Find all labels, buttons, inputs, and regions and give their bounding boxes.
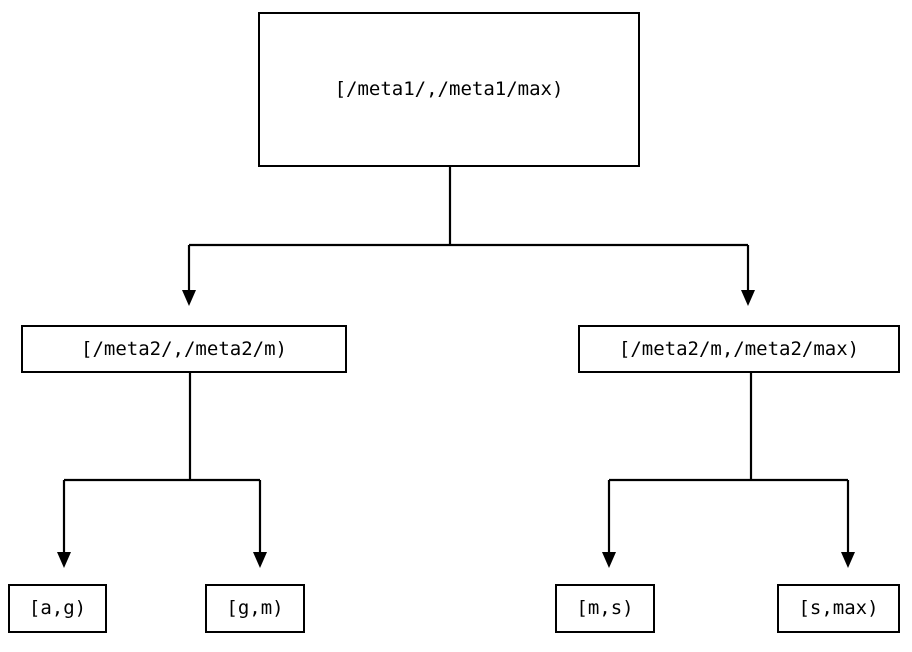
edge-root-to-mid-group [182, 167, 755, 306]
arrowhead-root-to-mid-right-icon [741, 290, 755, 306]
arrowhead-to-leaf-gm-icon [253, 552, 267, 568]
tree-node-mid-left-label: [/meta2/,/meta2/m) [81, 337, 287, 360]
tree-node-root-label: [/meta1/,/meta1/max) [334, 78, 564, 101]
tree-node-leaf-gm[interactable]: [g,m) [205, 584, 305, 633]
tree-node-mid-right[interactable]: [/meta2/m,/meta2/max) [578, 325, 900, 373]
tree-node-leaf-ms[interactable]: [m,s) [555, 584, 655, 633]
arrowhead-to-leaf-ag-icon [57, 552, 71, 568]
edge-mid-left-to-leaves-group [57, 373, 267, 568]
tree-node-mid-right-label: [/meta2/m,/meta2/max) [618, 337, 860, 360]
tree-node-leaf-ag[interactable]: [a,g) [8, 584, 107, 633]
tree-node-mid-left[interactable]: [/meta2/,/meta2/m) [21, 325, 347, 373]
edge-mid-right-to-leaves-group [602, 373, 855, 568]
arrowhead-to-leaf-ms-icon [602, 552, 616, 568]
tree-node-leaf-smax-label: [s,max) [798, 597, 879, 620]
tree-node-leaf-ag-label: [a,g) [28, 597, 87, 620]
arrowhead-to-leaf-smax-icon [841, 552, 855, 568]
tree-node-root[interactable]: [/meta1/,/meta1/max) [258, 12, 640, 167]
tree-node-leaf-gm-label: [g,m) [226, 597, 284, 620]
tree-node-leaf-smax[interactable]: [s,max) [777, 584, 900, 633]
tree-node-leaf-ms-label: [m,s) [576, 597, 634, 620]
arrowhead-root-to-mid-left-icon [182, 290, 196, 306]
